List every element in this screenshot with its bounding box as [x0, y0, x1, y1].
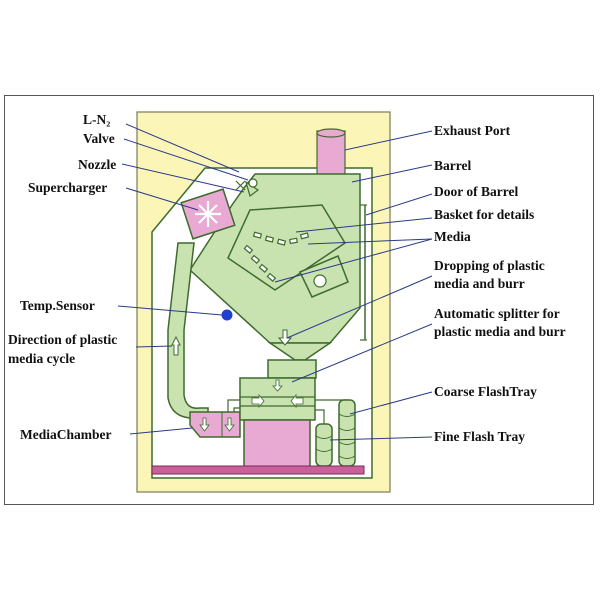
label-ln2-valve-line2: Valve	[83, 131, 115, 146]
label-exhaust-port: Exhaust Port	[434, 123, 511, 138]
media-particles	[243, 231, 310, 282]
label-direction-line1: Direction of plastic	[8, 332, 118, 347]
media-return-tube	[167, 242, 209, 419]
temp-sensor	[221, 309, 233, 321]
label-barrel: Barrel	[434, 158, 472, 173]
direction-arrow	[171, 335, 181, 356]
label-coarse-flash-tray: Coarse FlashTray	[434, 384, 537, 399]
label-supercharger: Supercharger	[28, 180, 108, 195]
media-chamber	[189, 411, 241, 438]
label-media: Media	[434, 229, 471, 244]
label-ln2-valve-line1: L-N₂	[83, 112, 111, 127]
label-media-chamber: MediaChamber	[20, 427, 112, 442]
coarse-flash-tray	[338, 399, 356, 467]
base-hopper	[243, 419, 311, 469]
label-door-of-barrel: Door of Barrel	[434, 184, 519, 199]
supercharger-fan-icon	[195, 201, 221, 227]
ln2-valve	[248, 178, 258, 188]
label-dropping-line1: Dropping of plastic	[434, 258, 545, 273]
label-dropping-line2: media and burr	[434, 276, 525, 291]
basket-for-details	[227, 204, 347, 291]
label-basket: Basket for details	[434, 207, 535, 222]
dropping-arrow	[277, 329, 293, 346]
leader-lines	[117, 123, 433, 441]
label-splitter-line1: Automatic splitter for	[434, 306, 560, 321]
label-nozzle: Nozzle	[78, 157, 117, 172]
label-direction-line2: media cycle	[8, 351, 76, 366]
label-splitter-line2: plastic media and burr	[434, 324, 566, 339]
label-temp-sensor: Temp.Sensor	[20, 298, 95, 313]
pipe-to-media-chamber	[227, 399, 240, 412]
base-floor	[151, 465, 365, 475]
exhaust-port-opening	[316, 128, 346, 138]
fine-flash-tray	[315, 423, 333, 467]
label-fine-flash-tray: Fine Flash Tray	[434, 429, 526, 444]
ln2-valve-symbol	[235, 180, 246, 191]
exhaust-port	[316, 130, 346, 177]
